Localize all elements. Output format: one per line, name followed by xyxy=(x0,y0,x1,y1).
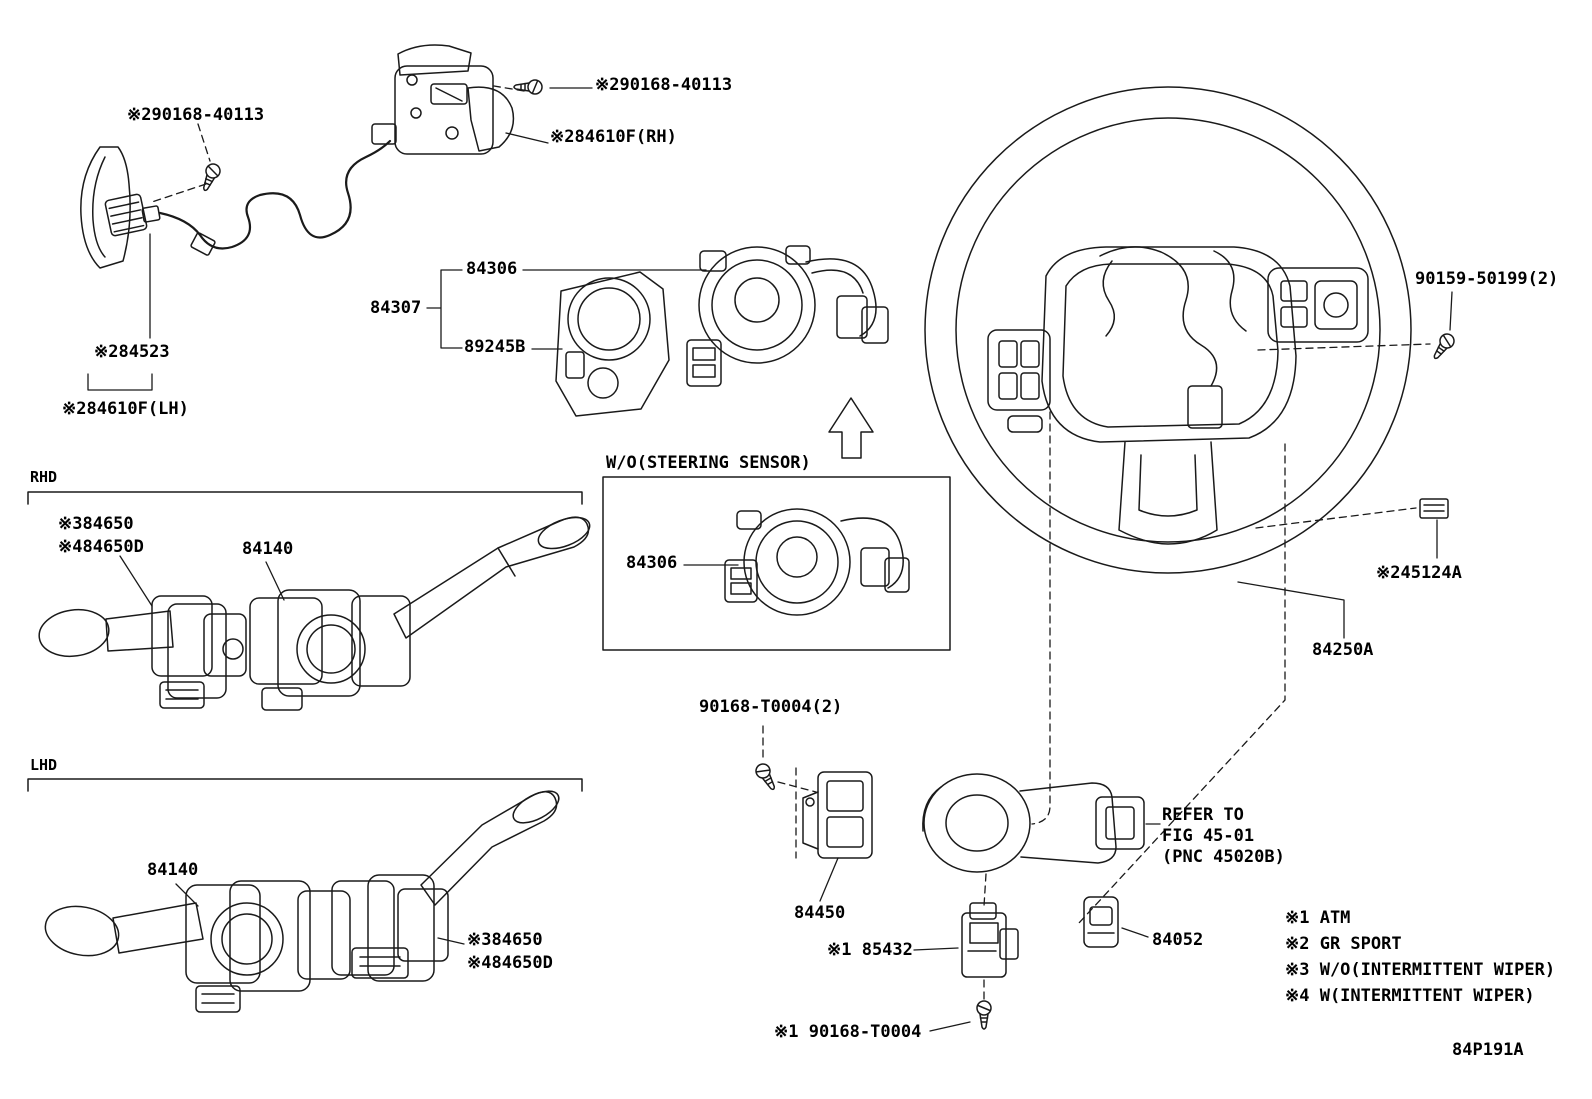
steering-sensor-drawing xyxy=(555,271,670,417)
part-label-90168-40113-left: ※290168-40113 xyxy=(127,105,265,125)
wo-steering-sensor-label: W/O(STEERING SENSOR) xyxy=(606,453,811,473)
steering-wheel-drawing xyxy=(924,86,1449,574)
paddle-switch-drawing xyxy=(80,146,161,269)
diagram-id: 84P191A xyxy=(1452,1040,1524,1060)
part-label-90159-50199: 90159-50199(2) xyxy=(1415,269,1559,289)
part-label-45124a: ※245124A xyxy=(1376,563,1462,583)
spiral-cable-drawing xyxy=(686,245,889,387)
part-label-84307: 84307 xyxy=(370,298,422,318)
wo-steering-sensor-box xyxy=(602,476,951,651)
refer-to-line-3: (PNC 45020B) xyxy=(1162,847,1285,867)
part-label-84610f-rh: ※284610F(RH) xyxy=(550,127,677,147)
part-label-84140-rhd: 84140 xyxy=(242,539,294,559)
refer-to-line-1: REFER TO xyxy=(1162,805,1244,825)
switch-84052-drawing xyxy=(1083,896,1119,948)
steering-lock-housing-drawing xyxy=(922,773,1145,873)
bracket-84450-drawing xyxy=(802,771,873,859)
legend-note-4: ※4 W(INTERMITTENT WIPER) xyxy=(1285,986,1535,1006)
part-label-84140-lhd: 84140 xyxy=(147,860,199,880)
light-switch-lhd-drawing xyxy=(44,880,351,1013)
pad-switch-rh-drawing xyxy=(371,44,515,155)
rhd-group-bracket xyxy=(27,491,583,505)
lhd-group-bracket xyxy=(27,778,583,792)
rhd-section-label: RHD xyxy=(30,468,58,486)
wiper-switch-rhd-drawing xyxy=(38,595,247,709)
part-label-90168-40113-center: ※290168-40113 xyxy=(595,75,733,95)
harness-wire-drawing xyxy=(158,139,392,256)
part-label-84306-top: 84306 xyxy=(466,259,518,279)
part-label-89245b: 89245B xyxy=(464,337,526,357)
legend-note-1: ※1 ATM xyxy=(1285,908,1351,928)
part-label-84523: ※284523 xyxy=(94,342,170,362)
part-label-84306-wo: 84306 xyxy=(626,553,678,573)
dashed-lines xyxy=(151,85,1431,1001)
lhd-section-label: LHD xyxy=(30,756,58,774)
part-label-84052: 84052 xyxy=(1152,930,1204,950)
refer-to-line-2: FIG 45-01 xyxy=(1162,826,1255,846)
part-label-84650d-rhd: ※484650D xyxy=(58,537,144,557)
part-label-84650-rhd: ※384650 xyxy=(58,514,134,534)
up-arrow-icon xyxy=(828,397,874,459)
light-switch-rhd-drawing xyxy=(249,516,591,711)
part-label-84250a: 84250A xyxy=(1312,640,1374,660)
key-interlock-drawing xyxy=(961,902,1019,978)
legend-notes: ※1 ATM ※2 GR SPORT ※3 W/O(INTERMITTENT W… xyxy=(1285,905,1555,1009)
screw-icons xyxy=(197,79,1458,1030)
legend-note-3: ※3 W/O(INTERMITTENT WIPER) xyxy=(1285,960,1556,980)
part-label-84650d-lhd: ※484650D xyxy=(467,953,553,973)
legend-note-2: ※2 GR SPORT xyxy=(1285,934,1402,954)
refer-to-block: REFER TO FIG 45-01 (PNC 45020B) xyxy=(1162,805,1285,868)
leader-lines xyxy=(87,87,1453,1032)
part-label-84650-lhd: ※384650 xyxy=(467,930,543,950)
wiper-switch-lhd-drawing xyxy=(331,790,560,982)
part-label-84450: 84450 xyxy=(794,903,846,923)
part-label-85432: ※1 85432 xyxy=(827,940,913,960)
part-label-90168-t0004-bottom: ※1 90168-T0004 xyxy=(774,1022,922,1042)
part-label-84610f-lh: ※284610F(LH) xyxy=(62,399,189,419)
part-label-90168-t0004-top: 90168-T0004(2) xyxy=(699,697,843,717)
